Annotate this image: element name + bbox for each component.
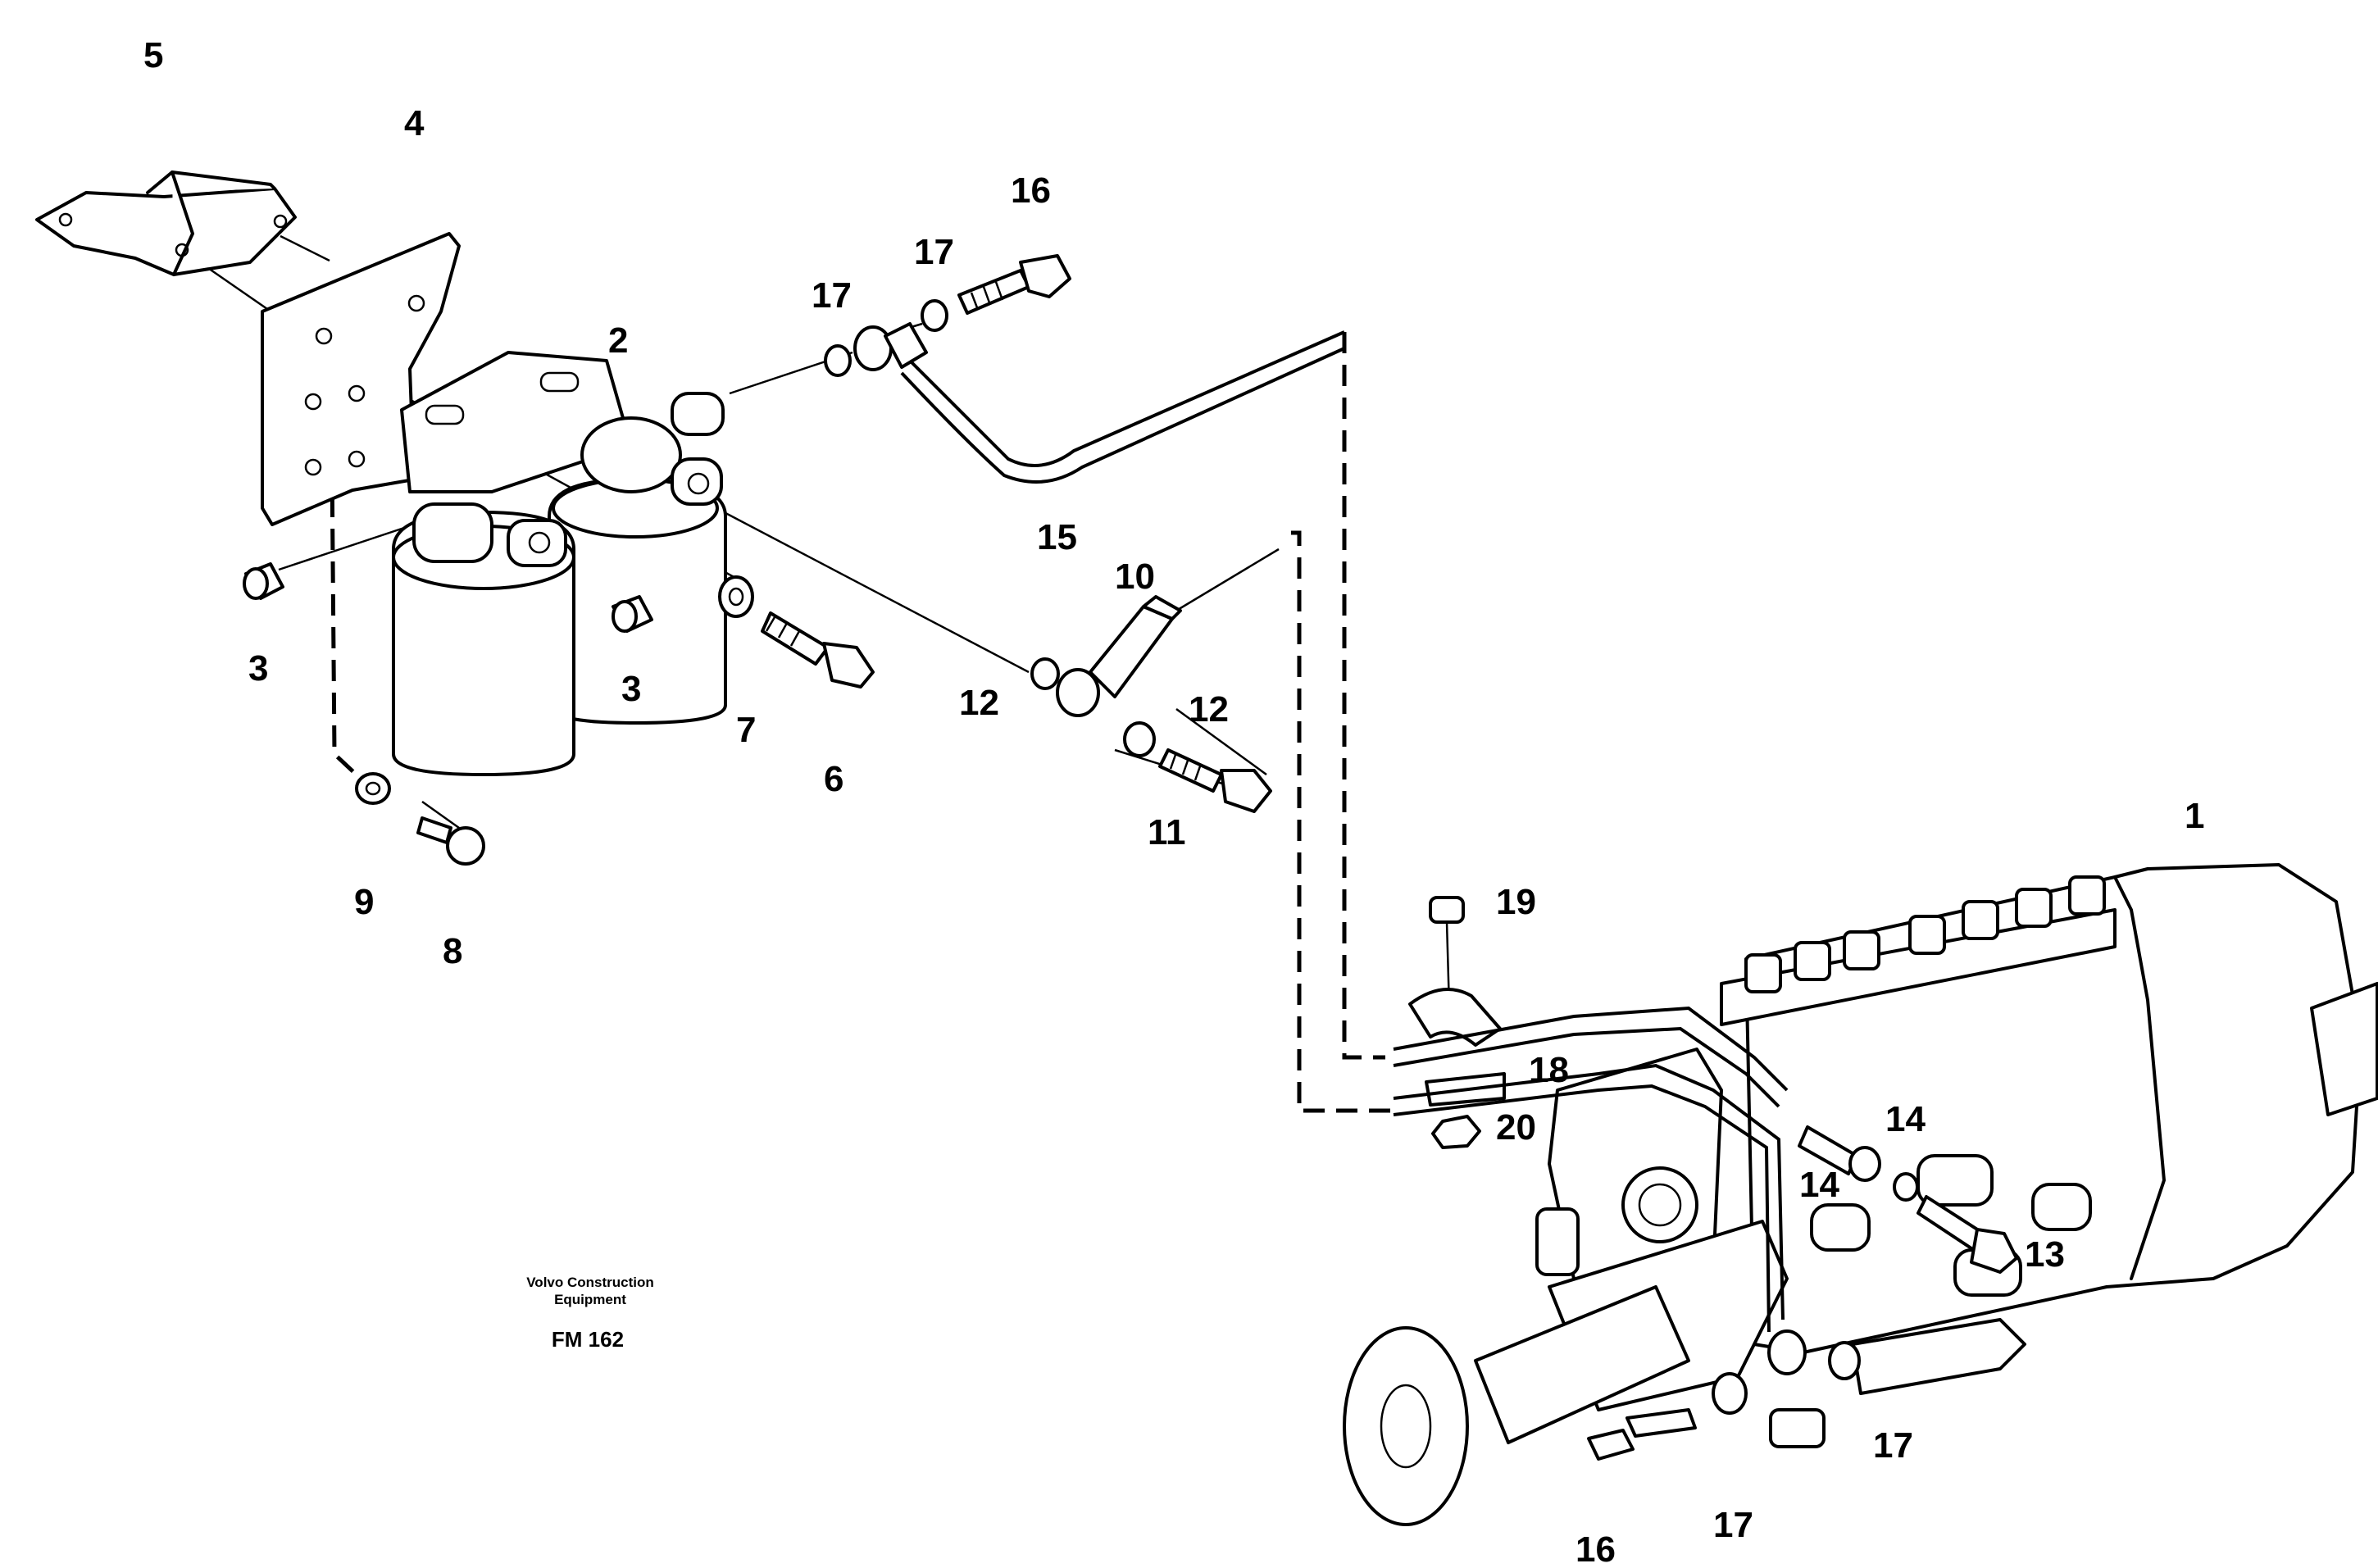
banjo-fitting-14: [1798, 1125, 1881, 1182]
callout-17c: 17: [1873, 1425, 1913, 1466]
callout-3a: 3: [248, 648, 268, 689]
callout-18: 18: [1529, 1050, 1569, 1090]
dashed-routing: [330, 332, 1394, 1113]
callout-1: 1: [2185, 796, 2204, 836]
callout-9: 9: [354, 882, 374, 922]
washer-7: [718, 575, 754, 618]
callout-12b: 12: [1189, 689, 1229, 729]
plug-8: [416, 816, 485, 866]
washer-17-top-b: [921, 299, 948, 332]
callout-3b: 3: [621, 669, 641, 709]
banjo-bolt-16-top: [957, 254, 1071, 315]
callout-16a: 16: [1011, 170, 1051, 211]
callout-13: 13: [2025, 1234, 2065, 1275]
footer-company-line1: Volvo Construction: [526, 1275, 654, 1290]
callout-6: 6: [824, 759, 843, 799]
footer-company-line2: Equipment: [554, 1292, 626, 1307]
callout-17d: 17: [1713, 1505, 1753, 1545]
pump-fuel-pipes: [1393, 1006, 1789, 1333]
washer-12-right: [1123, 721, 1156, 757]
fuel-pipe-15: [900, 330, 1345, 484]
washer-9: [355, 772, 391, 805]
plug-left: [243, 562, 284, 600]
callout-labels: 1 2 3 3 4 5 6 7 8 9 10 11 12 12 13 14 14…: [143, 35, 2204, 1568]
footer: Volvo Construction Equipment FM 162: [526, 1275, 654, 1352]
banjo-bolt-13: [1916, 1195, 2018, 1274]
plug-right: [612, 595, 653, 633]
mounting-bracket: [35, 170, 297, 276]
washer-17-top-a: [824, 344, 852, 377]
callout-12a: 12: [959, 683, 999, 723]
callout-15: 15: [1037, 517, 1077, 557]
callout-17a: 17: [812, 275, 852, 316]
callout-11: 11: [1148, 812, 1186, 852]
banjo-fitting-top: [853, 322, 928, 371]
callout-20: 20: [1496, 1107, 1536, 1148]
bolt-6: [761, 611, 875, 689]
callout-19: 19: [1496, 882, 1536, 922]
washer-12-left: [1030, 657, 1060, 690]
footer-code: FM 162: [552, 1327, 624, 1352]
banjo-bolt-11: [1158, 748, 1272, 813]
nut-20: [1431, 1115, 1481, 1149]
callout-10: 10: [1115, 557, 1155, 597]
delivery-valve-holders: [1744, 875, 2106, 993]
callout-14b: 14: [1799, 1165, 1839, 1205]
callout-8: 8: [443, 931, 462, 971]
callout-14a: 14: [1885, 1099, 1926, 1139]
fitting-17-pump: [1767, 1329, 1861, 1380]
bolt-16-bottom: [1587, 1372, 1748, 1461]
callout-4: 4: [404, 103, 425, 143]
callout-7: 7: [736, 710, 756, 750]
banjo-fitting-10: [1056, 595, 1182, 717]
callout-5: 5: [143, 35, 163, 75]
callout-2: 2: [608, 320, 628, 361]
washer-14: [1893, 1172, 1919, 1202]
fuel-filter-assembly: [392, 351, 727, 776]
callout-16b: 16: [1575, 1529, 1616, 1568]
callout-17b: 17: [914, 232, 954, 272]
